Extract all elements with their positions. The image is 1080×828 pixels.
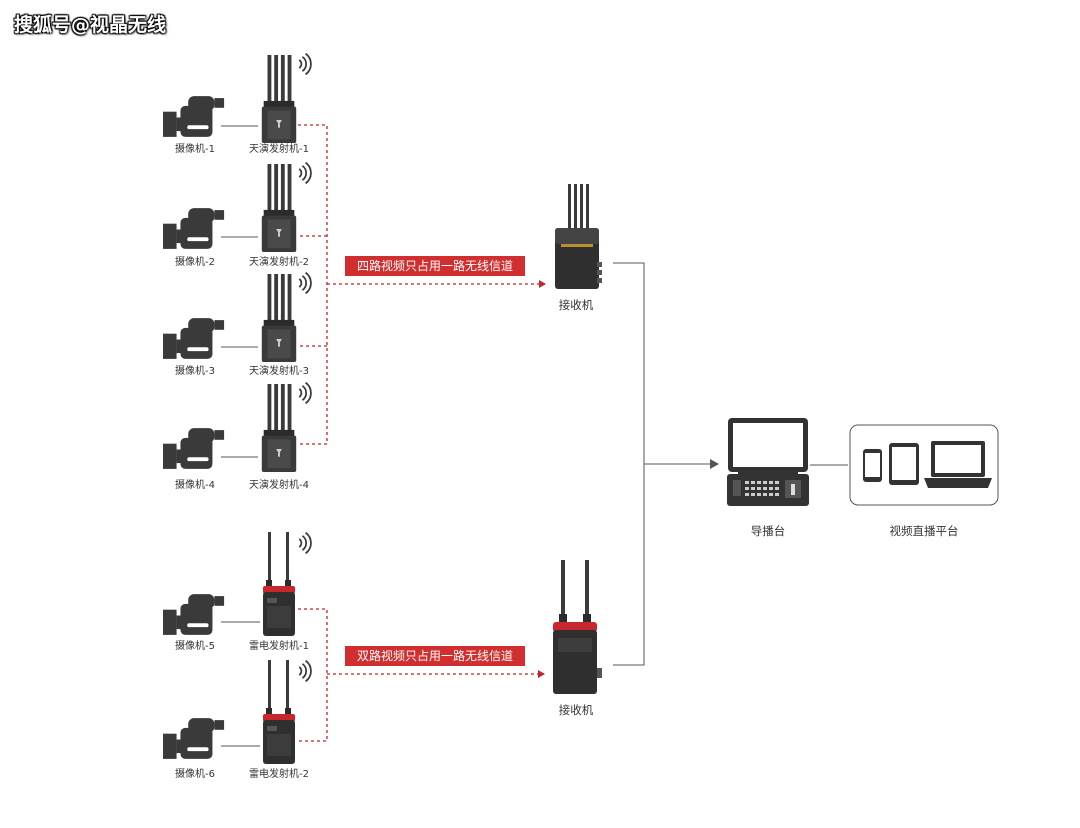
- camera-label: 摄像机-1: [175, 142, 215, 155]
- transmitter-a-icon: [261, 384, 297, 472]
- wifi-signal-icon: [298, 532, 312, 554]
- tablet-icon: [889, 443, 919, 485]
- transmitter-a-icon: [261, 164, 297, 252]
- receiver-label: 接收机: [559, 703, 594, 717]
- banner-text: 四路视频只占用一路无线信道: [357, 258, 513, 273]
- transmitter-label: 雷电发射机-2: [249, 767, 309, 780]
- receiver-label: 接收机: [559, 298, 594, 312]
- wifi-signal-icon: [298, 660, 312, 682]
- watermark: 搜狐号@视晶无线: [14, 14, 167, 36]
- wifi-signal-icon: [298, 382, 312, 404]
- transmitter-label: 天演发射机-1: [249, 142, 309, 155]
- dashed-signal-links-a: [298, 124, 546, 445]
- camera-label: 摄像机-2: [175, 255, 215, 268]
- switcher-icon: [727, 418, 809, 506]
- camera-icon: [163, 208, 225, 249]
- transmitter-a-icon: [261, 274, 297, 362]
- banner-background: [345, 646, 525, 666]
- wifi-signal-icon: [298, 272, 312, 294]
- transmitter-label: 雷电发射机-1: [249, 639, 309, 652]
- receiver-b-icon: [553, 560, 602, 694]
- platform-label: 视频直播平台: [890, 524, 959, 538]
- phone-icon: [863, 449, 882, 482]
- receiver-a-icon: [555, 184, 602, 289]
- camera-icon: [163, 96, 225, 137]
- wifi-signal-icon: [298, 53, 312, 75]
- dashed-signal-links-b: [298, 608, 545, 742]
- camera-icon: [163, 318, 225, 359]
- switcher-label: 导播台: [751, 524, 786, 538]
- camera-icon: [163, 428, 225, 469]
- camera-label: 摄像机-4: [175, 478, 215, 491]
- transmitter-b-icon: [263, 660, 295, 764]
- camera-icon: [163, 718, 225, 759]
- transmitter-a-icon: [261, 55, 297, 143]
- transmitter-b-icon: [263, 532, 295, 636]
- transmitter-label: 天演发射机-3: [249, 364, 309, 377]
- camera-icon: [163, 594, 225, 635]
- group-a: 摄像机-1 天演发射机-1 摄像机-2 天演发射机-2 摄像机-3 天演发射机-…: [163, 53, 602, 491]
- platform-box: [849, 424, 999, 506]
- banner-background: [345, 256, 525, 276]
- transmitter-label: 天演发射机-4: [249, 478, 309, 491]
- receiver-to-switcher-lines: [613, 262, 719, 666]
- transmitter-label: 天演发射机-2: [249, 255, 309, 268]
- wifi-signal-icon: [298, 162, 312, 184]
- group-b: 摄像机-5 雷电发射机-1 摄像机-6 雷电发射机-2 双路视频只占用一路无线信…: [163, 532, 602, 780]
- laptop-icon: [924, 441, 992, 488]
- camera-label: 摄像机-6: [175, 767, 215, 780]
- camera-label: 摄像机-3: [175, 364, 215, 377]
- camera-label: 摄像机-5: [175, 639, 215, 652]
- banner-text: 双路视频只占用一路无线信道: [357, 648, 513, 663]
